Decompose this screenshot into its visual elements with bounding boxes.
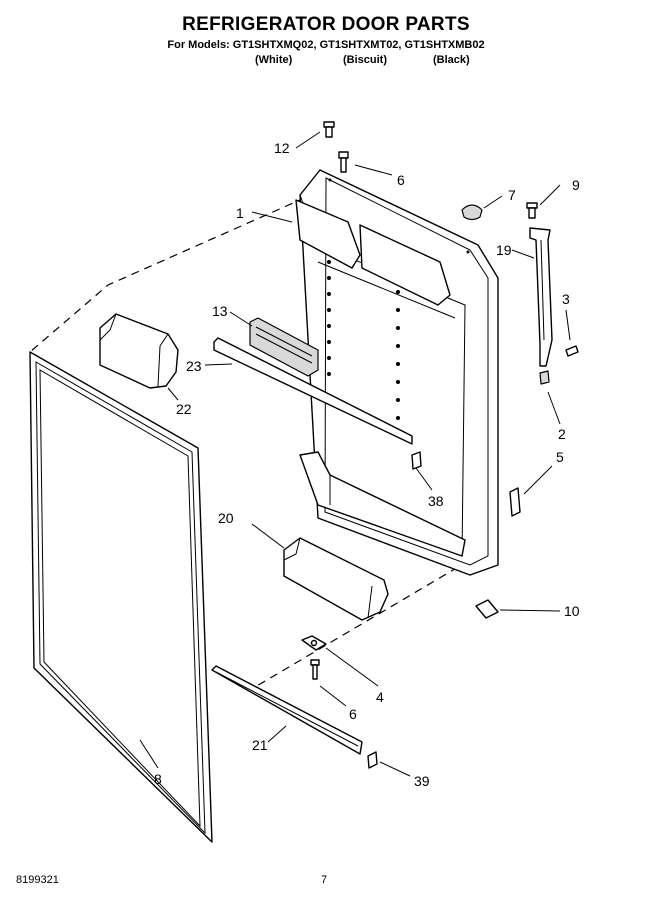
callout-19: 19 — [496, 242, 512, 258]
trim-21 — [211, 665, 363, 755]
hinge-pin-4 — [301, 635, 327, 651]
callout-9: 9 — [572, 177, 580, 193]
dairy-bin-22 — [99, 313, 179, 389]
callout-13: 13 — [212, 303, 228, 319]
bottom-hinge-10 — [475, 599, 499, 619]
variant-white: (White) — [255, 54, 293, 66]
door-gasket — [29, 351, 213, 843]
callout-20: 20 — [218, 510, 234, 526]
screw-12 — [323, 121, 335, 138]
callout-6-bottom: 6 — [349, 706, 357, 722]
dairy-door-13 — [249, 317, 319, 377]
callout-7: 7 — [508, 187, 516, 203]
callout-22: 22 — [176, 401, 192, 417]
door-bin-20 — [283, 537, 389, 621]
screw-3 — [565, 345, 579, 357]
leader-lines — [139, 131, 571, 777]
shelf-rail-23 — [213, 337, 413, 445]
callout-12: 12 — [274, 140, 290, 156]
hinge-19 — [529, 227, 553, 367]
document-number: 8199321 — [16, 874, 59, 886]
clip-39 — [367, 751, 378, 769]
callout-38: 38 — [428, 493, 444, 509]
alignment-line-bottom — [249, 559, 471, 691]
callout-2: 2 — [558, 426, 566, 442]
callout-6-top: 6 — [397, 172, 405, 188]
callout-39: 39 — [414, 773, 430, 789]
callout-3: 3 — [562, 291, 570, 307]
door-liner — [295, 169, 499, 576]
callout-8: 8 — [154, 771, 162, 787]
callout-23: 23 — [186, 358, 202, 374]
callout-5: 5 — [556, 449, 564, 465]
variant-black: (Black) — [433, 54, 470, 66]
variant-biscuit: (Biscuit) — [343, 54, 387, 66]
callout-21: 21 — [252, 737, 268, 753]
alignment-line-top — [29, 191, 319, 353]
plug-7 — [461, 204, 483, 221]
callout-1: 1 — [236, 205, 244, 221]
page-title: REFRIGERATOR DOOR PARTS — [182, 14, 470, 35]
screw-6-bottom — [310, 659, 320, 680]
callout-10: 10 — [564, 603, 580, 619]
door-stop-5 — [509, 487, 521, 517]
bushing-2 — [539, 370, 550, 385]
screw-9 — [526, 202, 538, 219]
clip-38 — [411, 451, 422, 470]
model-list: For Models: GT1SHTXMQ02, GT1SHTXMT02, GT… — [167, 39, 485, 51]
page-number: 7 — [321, 874, 328, 886]
screw-6-top — [338, 151, 349, 173]
callout-4: 4 — [376, 689, 384, 705]
